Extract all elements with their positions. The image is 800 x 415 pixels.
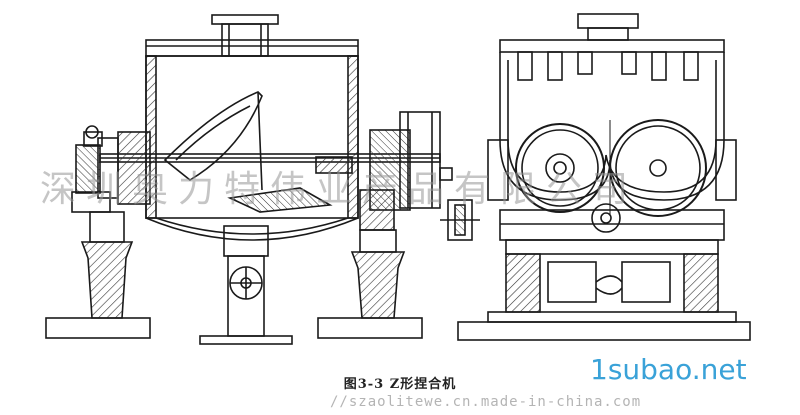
right-gear-train xyxy=(315,111,480,241)
left-pedestal xyxy=(45,211,151,339)
tilt-pinion xyxy=(591,203,621,233)
side-inlet-nozzle xyxy=(577,13,639,29)
inlet-nozzle xyxy=(211,14,279,57)
mixing-gears xyxy=(515,119,707,217)
z-blade xyxy=(163,91,333,213)
center-tilt-pedestal xyxy=(199,225,293,345)
right-pedestal xyxy=(317,229,423,339)
side-section-view xyxy=(457,13,751,341)
figure-caption: 图3-3 Z形捏合机 xyxy=(343,377,457,392)
front-section-view xyxy=(45,14,480,345)
cover-ribs xyxy=(517,51,699,81)
left-bearing-housing xyxy=(71,125,151,213)
vessel-cover xyxy=(145,39,359,57)
side-frame xyxy=(457,209,751,341)
